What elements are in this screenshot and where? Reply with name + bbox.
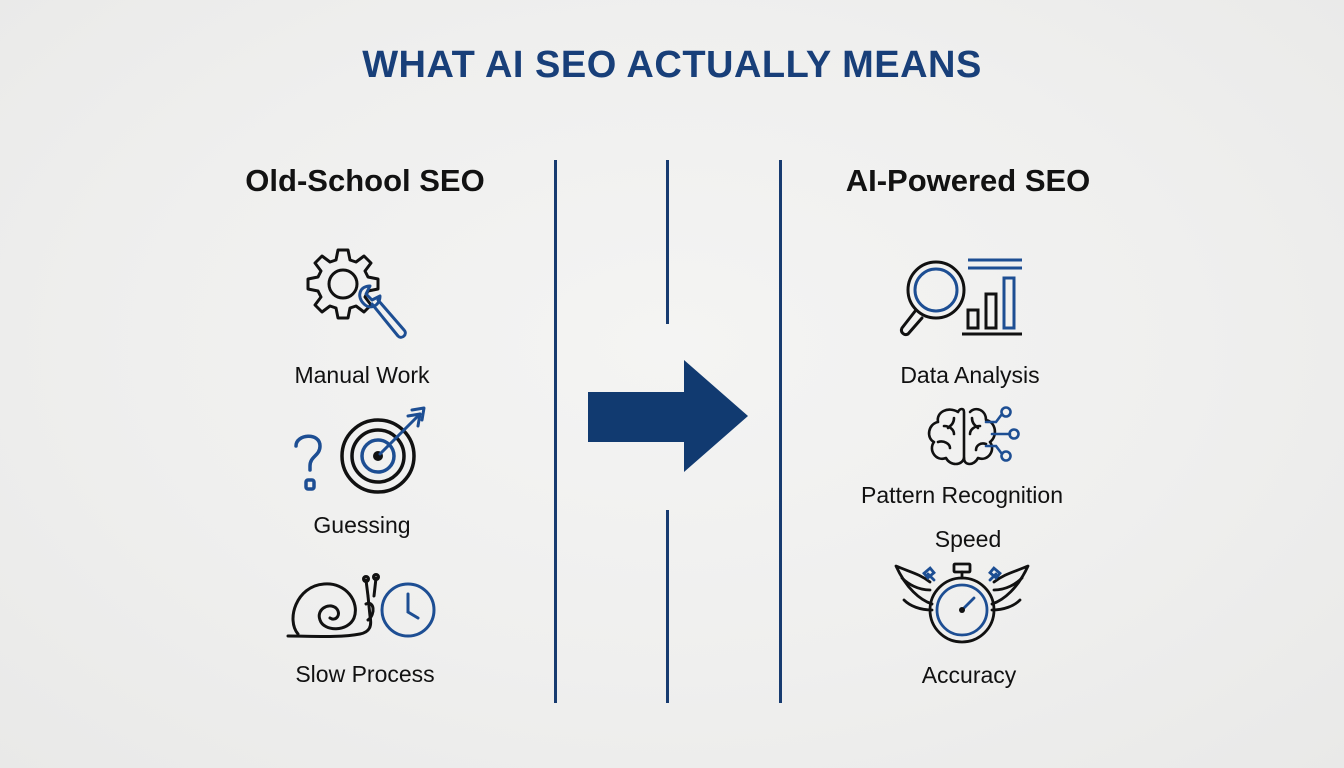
page-title: WHAT AI SEO ACTUALLY MEANS xyxy=(362,44,982,86)
data-analysis-label: Data Analysis xyxy=(900,362,1040,388)
ai-powered-heading: AI-Powered SEO xyxy=(845,163,1091,198)
snail-clock-icon xyxy=(286,573,436,638)
gear-wrench-icon xyxy=(306,248,407,339)
accuracy-label: Accuracy xyxy=(921,662,1017,688)
center-divider-bottom xyxy=(666,510,669,703)
winged-stopwatch-icon xyxy=(894,562,1030,644)
old-school-heading: Old-School SEO xyxy=(245,163,485,198)
speed-label: Speed xyxy=(934,526,1002,552)
manual-work-label: Manual Work xyxy=(294,362,430,388)
question-target-icon xyxy=(294,406,426,494)
slow-process-label: Slow Process xyxy=(295,661,435,687)
arrow-right-icon xyxy=(588,360,748,472)
brain-network-icon xyxy=(927,406,1020,466)
right-divider-line xyxy=(779,160,782,703)
pattern-recognition-label: Pattern Recognition xyxy=(860,482,1063,508)
left-divider-line xyxy=(554,160,557,703)
magnifier-chart-icon xyxy=(900,258,1022,336)
guessing-label: Guessing xyxy=(313,512,411,538)
center-divider-top xyxy=(666,160,669,324)
